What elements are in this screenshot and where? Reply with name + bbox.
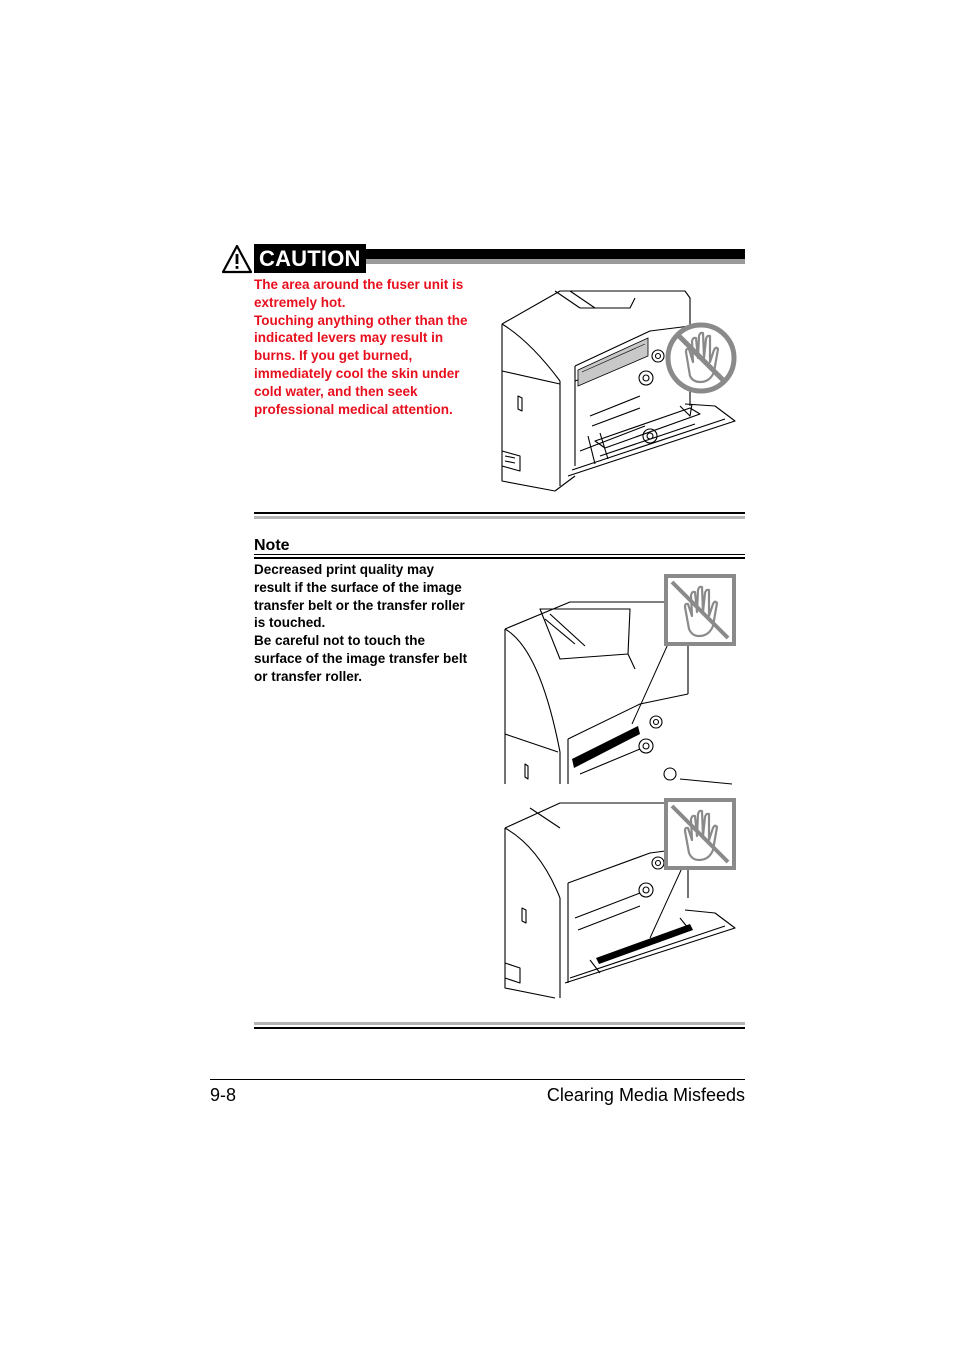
caution-line: Touching anything other than the bbox=[254, 312, 468, 328]
caution-header-bar bbox=[366, 249, 745, 259]
caution-line: burns. If you get burned, bbox=[254, 348, 413, 364]
caution-line: indicated levers may result in bbox=[254, 330, 444, 346]
printer-fuser-illustration bbox=[501, 290, 737, 492]
caution-header-shadow bbox=[366, 259, 745, 264]
page-number: 9-8 bbox=[210, 1085, 237, 1105]
caution-line: professional medical attention. bbox=[254, 401, 453, 417]
note-rule bbox=[254, 557, 745, 559]
footer-rule bbox=[210, 1079, 745, 1080]
no-touch-hand-icon bbox=[664, 574, 736, 646]
caution-bottom-rule bbox=[254, 512, 745, 519]
note-bottom-rule bbox=[254, 1022, 745, 1029]
note-text: Decreased print quality may result if th… bbox=[254, 561, 494, 686]
note-line: transfer belt or the transfer roller bbox=[254, 597, 465, 613]
note-line: Be careful not to touch the bbox=[254, 633, 426, 649]
caution-text: The area around the fuser unit is extrem… bbox=[254, 276, 489, 418]
caution-line: immediately cool the skin under bbox=[254, 365, 460, 381]
note-line: surface of the image transfer belt bbox=[254, 650, 468, 666]
caution-label: CAUTION bbox=[254, 244, 366, 273]
note-rule bbox=[254, 554, 745, 555]
note-line: Decreased print quality may bbox=[254, 562, 435, 577]
note-line: or transfer roller. bbox=[254, 668, 363, 684]
caution-line: The area around the fuser unit is bbox=[254, 277, 464, 292]
caution-line: cold water, and then seek bbox=[254, 383, 418, 399]
no-touch-hand-icon bbox=[664, 798, 736, 870]
no-touch-hand-icon bbox=[665, 322, 737, 394]
note-line: is touched. bbox=[254, 615, 326, 631]
caution-line: extremely hot. bbox=[254, 294, 346, 310]
transfer-roller-illustration bbox=[504, 798, 736, 999]
transfer-belt-illustration bbox=[504, 574, 736, 785]
warning-triangle-icon bbox=[221, 244, 253, 274]
note-line: result if the surface of the image bbox=[254, 579, 462, 595]
chapter-title: Clearing Media Misfeeds bbox=[546, 1085, 745, 1105]
note-title: Note bbox=[254, 537, 290, 554]
